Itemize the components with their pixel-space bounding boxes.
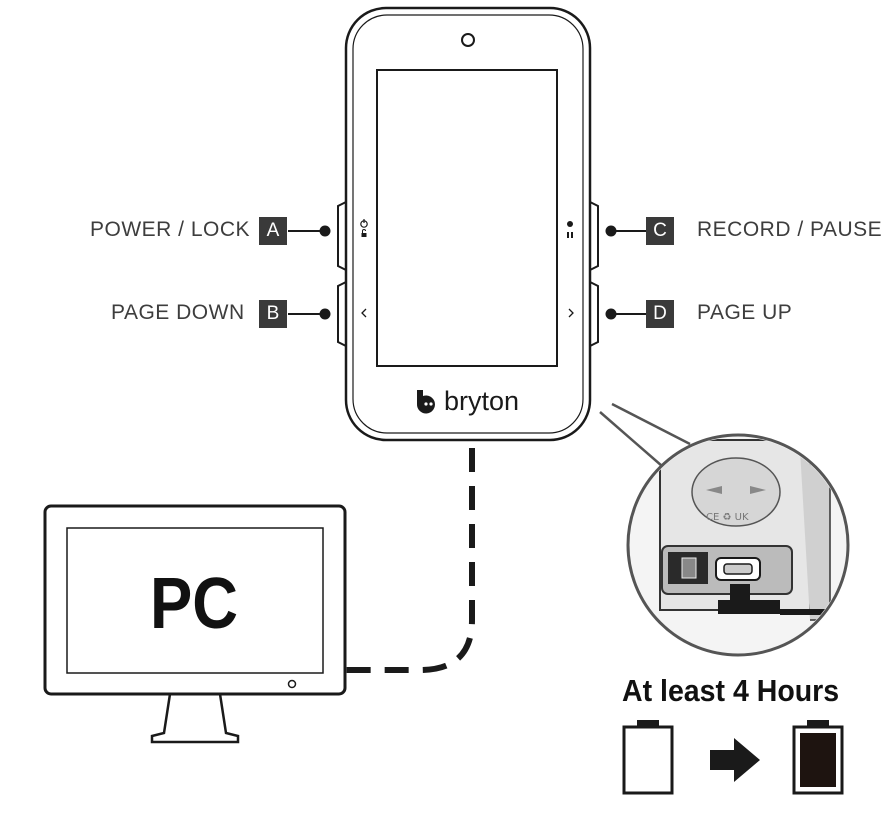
chevron-right-icon: [568, 308, 574, 318]
charge-indicator: [622, 720, 844, 795]
device-screen: [376, 69, 558, 367]
monitor-stand: [150, 693, 240, 744]
button-d-page-up[interactable]: [589, 281, 599, 347]
usb-c-plug: [718, 584, 780, 614]
battery-full-icon: [800, 733, 836, 787]
light-sensor-icon: [461, 33, 475, 47]
charge-time-title: At least 4 Hours: [622, 673, 840, 708]
bryton-logo-icon: [416, 390, 435, 414]
power-lock-icon: [360, 219, 368, 237]
leader-lines: [288, 225, 646, 320]
battery-empty-terminal: [637, 720, 659, 728]
battery-full-terminal: [807, 720, 829, 728]
battery-empty-icon: [622, 725, 674, 795]
button-a-power[interactable]: [337, 201, 347, 271]
button-b-page-down[interactable]: [337, 281, 347, 347]
bike-computer: [337, 6, 599, 442]
pc-label: PC: [150, 564, 239, 644]
pc-monitor: [43, 504, 347, 744]
device-brand: bryton: [444, 386, 520, 416]
badge-d: D: [646, 300, 674, 328]
port-zoom-callout: CE ♻ UK: [599, 402, 850, 657]
arrow-right-icon: [710, 738, 760, 782]
usb-cable: [346, 448, 475, 673]
badge-a: A: [259, 217, 287, 245]
svg-text:CE ♻ UK: CE ♻ UK: [706, 512, 749, 523]
label-page-down: PAGE DOWN: [111, 301, 245, 324]
label-power-lock: POWER / LOCK: [90, 218, 251, 241]
record-pause-icon: [567, 221, 573, 238]
label-page-up: PAGE UP: [697, 301, 793, 324]
chevron-left-icon: [361, 308, 367, 318]
badge-c: C: [646, 217, 674, 245]
monitor-power-icon: [287, 679, 297, 689]
button-c-record[interactable]: [589, 201, 599, 271]
label-record-pause: RECORD / PAUSE: [697, 218, 883, 241]
badge-b: B: [259, 300, 287, 328]
